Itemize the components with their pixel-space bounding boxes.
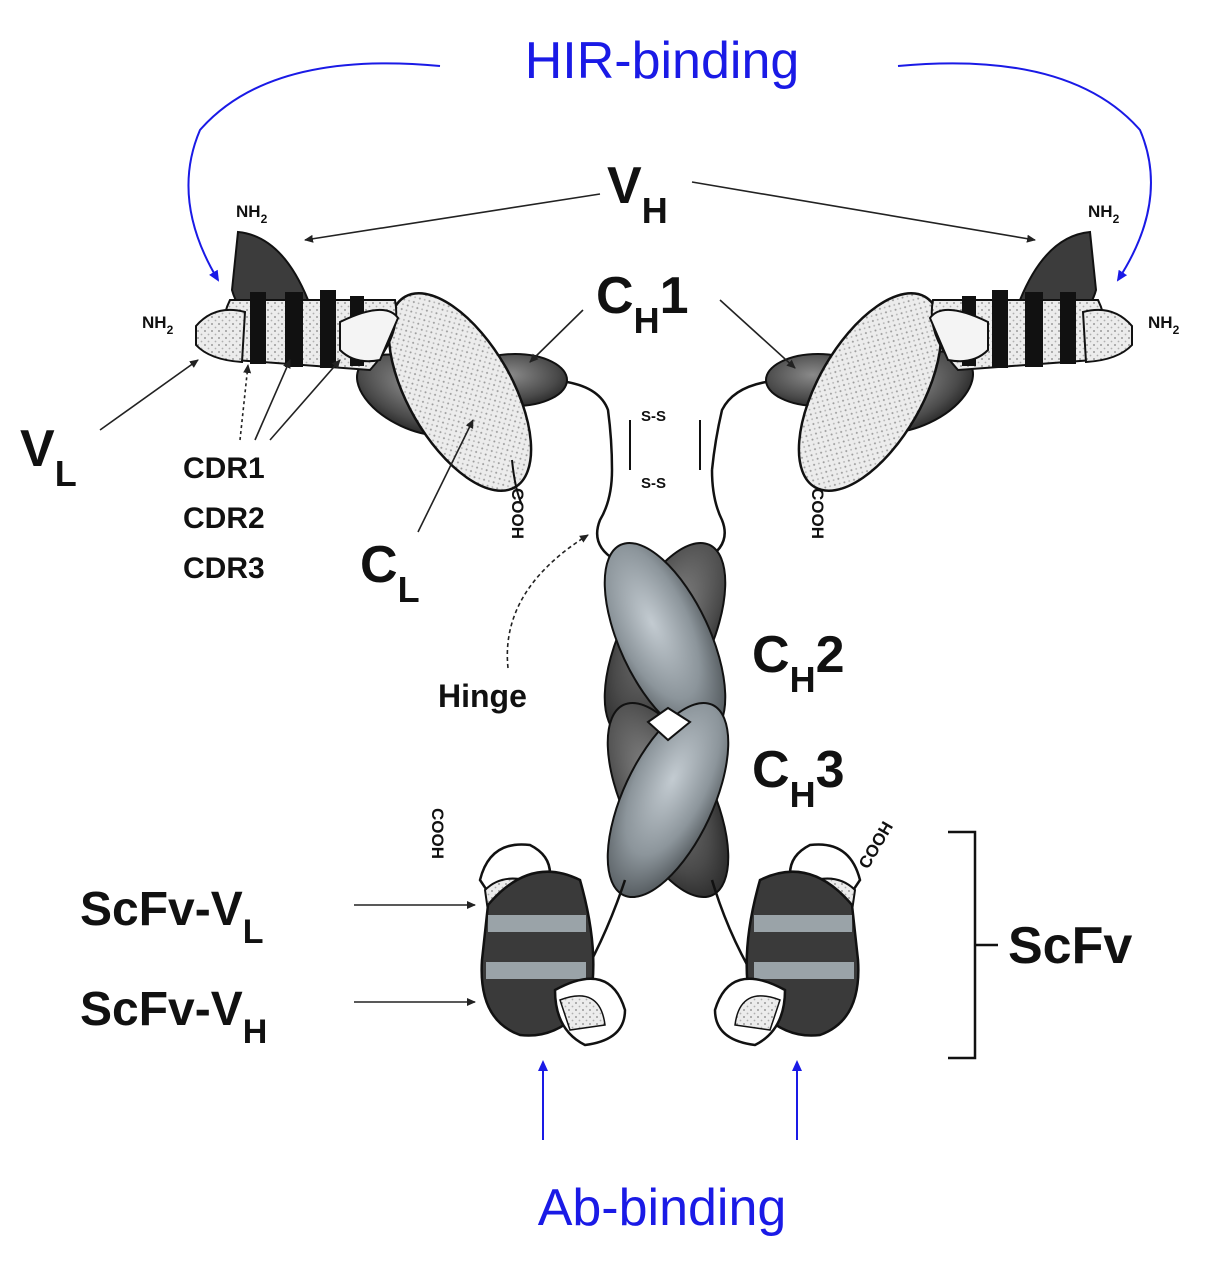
nh2-left-heavy: NH2 xyxy=(236,202,268,226)
right-cl-domain xyxy=(797,292,943,492)
vl-label: VL xyxy=(20,420,77,494)
scfv-bracket xyxy=(948,830,998,1060)
left-scfv xyxy=(478,843,627,1047)
hir-arrow-right xyxy=(897,62,1152,282)
vh-label: VH xyxy=(607,157,668,231)
cooh-right-arm: COOH xyxy=(808,488,827,539)
scfv-vh-label: ScFv-VH xyxy=(80,983,267,1051)
nh2-left-light: NH2 xyxy=(142,313,174,337)
disulfide-bond-2: S-S xyxy=(641,475,666,492)
nh2-right-light: NH2 xyxy=(1148,313,1180,337)
hir-arrow-left xyxy=(187,62,441,282)
nh2-right-heavy: NH2 xyxy=(1088,202,1120,226)
cooh-left-scfv: COOH xyxy=(428,808,447,859)
right-scfv xyxy=(713,843,862,1047)
cdr2-label: CDR2 xyxy=(183,502,265,535)
ab-binding-label: Ab-binding xyxy=(538,1179,787,1237)
cl-label: CL xyxy=(360,536,420,610)
left-cl-domain xyxy=(387,292,533,492)
cooh-left-arm: COOH xyxy=(508,488,527,539)
scfv-vl-label: ScFv-VL xyxy=(80,883,264,951)
cdr1-label: CDR1 xyxy=(183,452,265,485)
pointer-arrows xyxy=(99,181,1036,1006)
ch1-label: CH1 xyxy=(596,267,688,341)
left-v-domain xyxy=(195,230,400,372)
fc-region xyxy=(573,541,764,991)
ch3-label: CH3 xyxy=(752,741,844,815)
right-fab-arm xyxy=(710,230,1133,492)
disulfide-bond-1: S-S xyxy=(641,408,666,425)
ch3-domain-front xyxy=(606,701,730,899)
hinge-label: Hinge xyxy=(438,678,527,714)
right-v-domain xyxy=(928,230,1133,372)
cooh-right-scfv: COOH xyxy=(855,818,897,872)
scfv-label: ScFv xyxy=(1008,917,1132,975)
ch2-label: CH2 xyxy=(752,626,844,700)
hir-binding-label: HIR-binding xyxy=(525,32,800,90)
cdr3-label: CDR3 xyxy=(183,552,265,585)
